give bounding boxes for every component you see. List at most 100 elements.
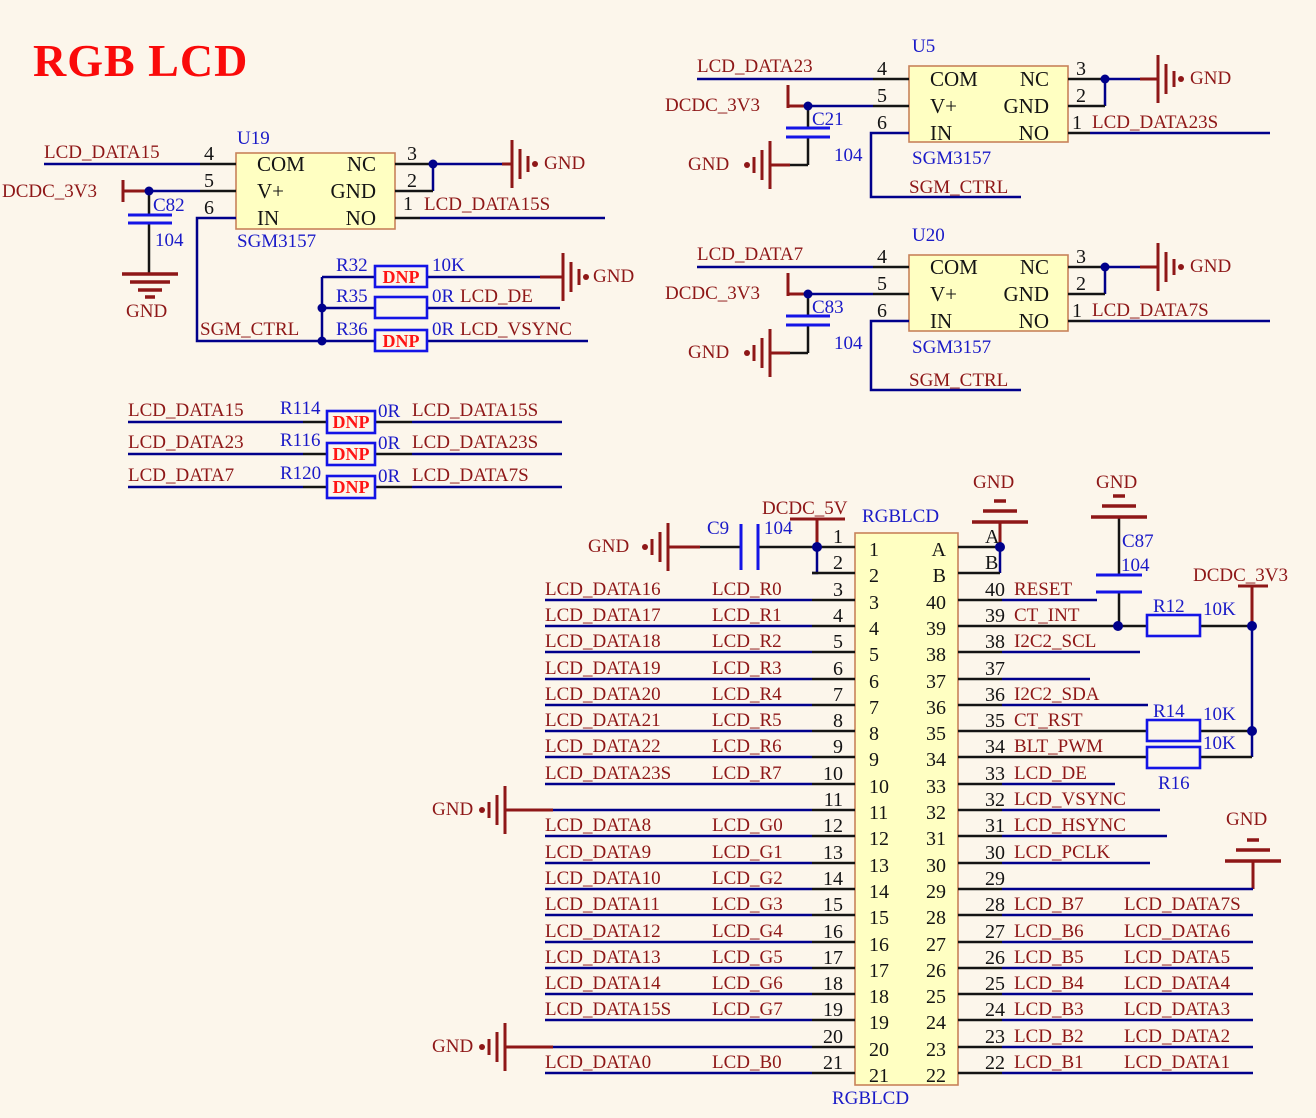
u5-pinnum-3: 3 (1076, 58, 1086, 80)
u19-pin-no: NO (345, 206, 376, 230)
pin-function-label: LCD_R4 (712, 684, 782, 705)
pin-number-right: 40 (985, 579, 1005, 601)
pin-number-left: 15 (823, 894, 843, 916)
u20-part: SGM3157 (912, 337, 992, 358)
u19-pinnum-5: 5 (204, 170, 214, 192)
net-label: DCDC_3V3 (665, 95, 761, 116)
connector-pin-stubs (812, 598, 1002, 1075)
r114-dnp-flag: DNP (332, 412, 370, 432)
connector-pin-left: 10 (869, 776, 889, 798)
net-label: LCD_DATA21 (545, 710, 661, 731)
r120-value: 0R (378, 466, 401, 487)
gnd-label: GND (688, 154, 730, 175)
u20-pinnum-5: 5 (877, 273, 887, 295)
pin-number-left: 6 (833, 658, 843, 680)
pin-function-label: LCD_B0 (712, 1052, 782, 1073)
pin-function-label: LCD_R2 (712, 631, 782, 652)
u5-pinnum-4: 4 (877, 58, 887, 80)
u19-pinnum-6: 6 (204, 197, 214, 219)
pin-function-label: LCD_R6 (712, 736, 782, 757)
connector-title: RGBLCD (862, 506, 940, 527)
connector-pin-left: 11 (869, 802, 889, 824)
connector-pin-left: 8 (869, 723, 879, 745)
c87-value: 104 (1121, 555, 1150, 576)
gnd-label: GND (1190, 68, 1232, 89)
u5-pin-gnd: GND (1003, 94, 1050, 118)
gnd-label: GND (126, 301, 168, 322)
net-label: SGM_CTRL (909, 177, 1009, 198)
r12-box (1145, 613, 1202, 638)
r114-box (325, 409, 377, 435)
net-label: LCD_DE (460, 286, 533, 307)
gnd-label: GND (1190, 256, 1232, 277)
r120-box (325, 474, 377, 500)
connector-pin-left: 1 (869, 539, 879, 561)
r16-ref: R16 (1158, 773, 1190, 794)
net-label: LCD_DATA10 (545, 868, 661, 889)
c83-value: 104 (834, 333, 863, 354)
u20-ref: U20 (912, 225, 945, 246)
pin-function-label: LCD_R5 (712, 710, 782, 731)
pin-number-left: 20 (823, 1026, 843, 1048)
pin-number-left: 18 (823, 973, 843, 995)
pin-number-right: 34 (985, 736, 1005, 758)
rgblcd-body (854, 532, 959, 1086)
net-label: LCD_DATA15 (128, 400, 244, 421)
c82-ref: C82 (153, 195, 185, 216)
pin-number-right: 37 (985, 658, 1005, 680)
pin-number-right: 29 (985, 868, 1005, 890)
pin-number-right: 32 (985, 789, 1005, 811)
r36-value: 0R (432, 319, 455, 340)
gnd-label: GND (432, 1036, 474, 1057)
u19-pin-com: COM (257, 152, 305, 176)
connector-net-wires (545, 598, 1253, 1075)
power-label: DCDC_3V3 (1193, 565, 1289, 586)
r16-value: 10K (1203, 733, 1236, 754)
u19-pinnum-3: 3 (407, 143, 417, 165)
connector-pin-left: 9 (869, 749, 879, 771)
net-label: LCD_DATA15S (412, 400, 539, 421)
r14-value: 10K (1203, 704, 1236, 725)
connector-pin-left: 5 (869, 644, 879, 666)
net-label: LCD_B2 (1014, 1026, 1084, 1047)
net-label: LCD_DATA15 (44, 142, 160, 163)
r35-value: 0R (432, 286, 455, 307)
net-label: SGM_CTRL (909, 370, 1009, 391)
connector-pin-right: 25 (926, 986, 946, 1008)
page-title: RGB LCD (33, 35, 249, 86)
pin-stubs (147, 77, 1252, 1049)
pin-number-left: 14 (823, 868, 843, 890)
gnd-label: GND (1096, 472, 1138, 493)
connector-pin-left: 20 (869, 1039, 889, 1061)
r32-box (373, 264, 429, 289)
u20-body (908, 254, 1069, 332)
connector-pin-left: 7 (869, 697, 879, 719)
u5-pinnum-2: 2 (1076, 85, 1086, 107)
net-label: LCD_B7 (1014, 894, 1084, 915)
net-label: LCD_DATA23S (1092, 112, 1219, 133)
r116-dnp-flag: DNP (332, 444, 370, 464)
connector-pin-left: 19 (869, 1012, 889, 1034)
net-label: CT_RST (1014, 710, 1083, 731)
connector-pin-right: 39 (926, 618, 946, 640)
u19-body (235, 152, 396, 230)
r120-dnp-flag: DNP (332, 477, 370, 497)
net-label: LCD_DATA12 (545, 921, 661, 942)
r16-box (1145, 745, 1202, 770)
r114-ref: R114 (280, 398, 321, 419)
u19-part: SGM3157 (237, 231, 317, 252)
gnd-label: GND (593, 266, 635, 287)
pin-number-right: 30 (985, 842, 1005, 864)
net-label: LCD_DATA23 (697, 56, 813, 77)
pin-number-left: 1 (833, 526, 843, 548)
pin-number-right: B (985, 552, 999, 574)
pin-number-right: 36 (985, 684, 1005, 706)
pin-number-left: 19 (823, 999, 843, 1021)
net-label: LCD_HSYNC (1014, 815, 1126, 836)
pin-number-right: 35 (985, 710, 1005, 732)
gnd-label: GND (432, 799, 474, 820)
pin-number-left: 10 (823, 763, 843, 785)
net-label: LCD_DATA5 (1124, 947, 1231, 968)
connector-pin-right: B (932, 565, 946, 587)
